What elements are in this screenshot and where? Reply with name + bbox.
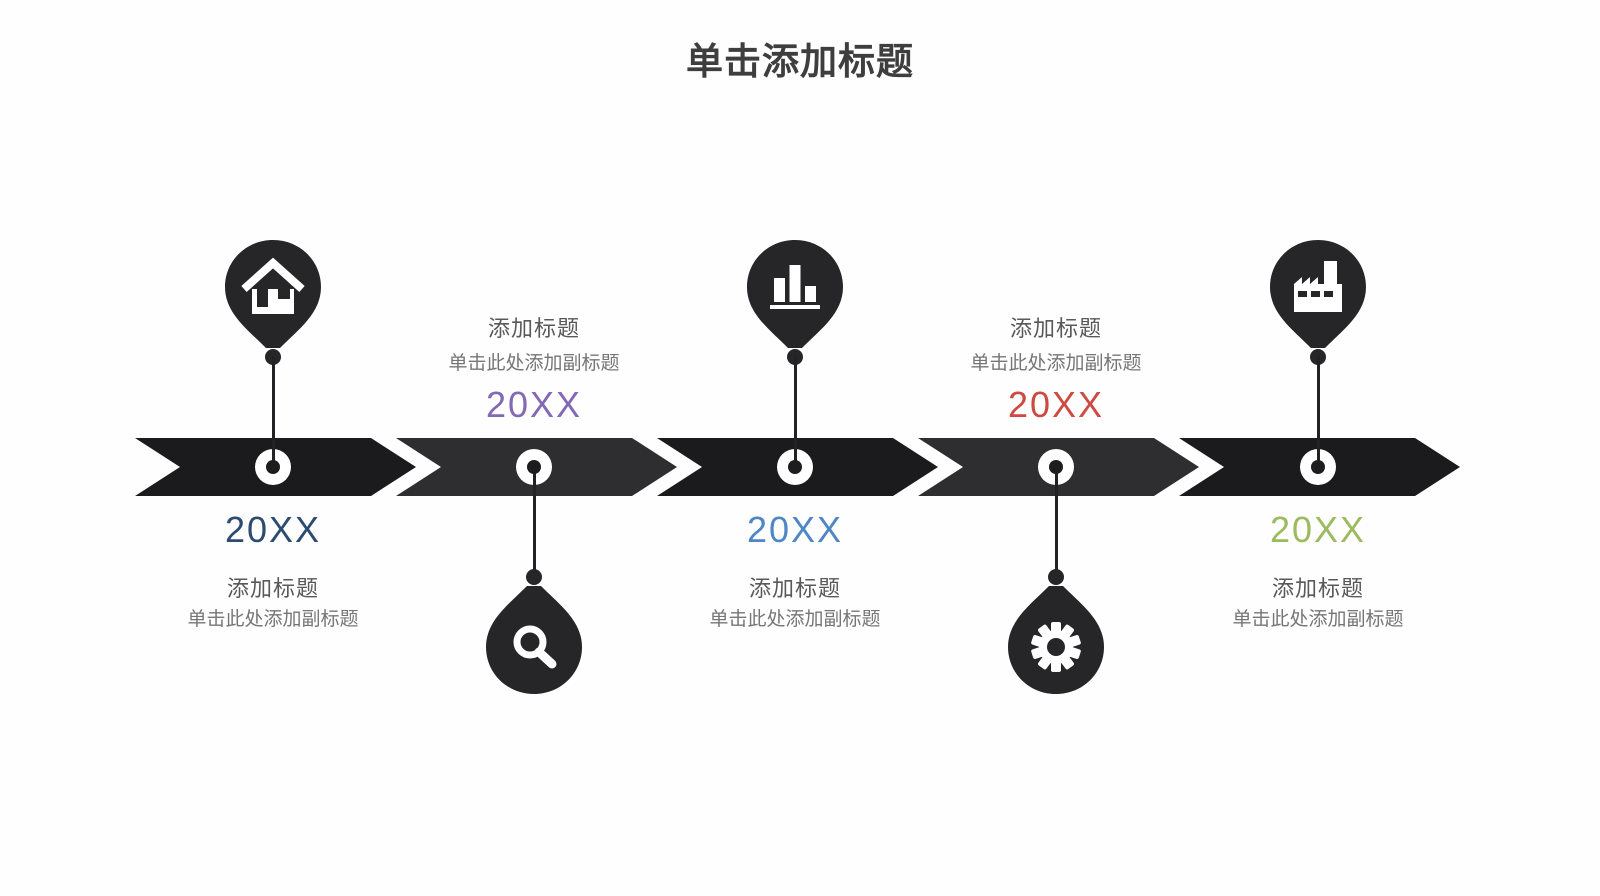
timeline-node: 20XX 添加标题 单击此处添加副标题 (645, 0, 945, 896)
balloon-marker (479, 564, 589, 696)
string-line (272, 356, 275, 468)
node-ring-dot (1311, 460, 1325, 474)
string-line (1055, 467, 1058, 579)
balloon-marker (218, 238, 328, 370)
item-title[interactable]: 添加标题 (1271, 576, 1364, 601)
balloon-marker (1263, 238, 1373, 370)
item-title[interactable]: 添加标题 (1009, 316, 1102, 341)
year-label[interactable]: 20XX (746, 509, 844, 550)
node-ring-dot (788, 460, 802, 474)
item-title[interactable]: 添加标题 (226, 576, 319, 601)
node-ring-dot (527, 460, 541, 474)
year-label[interactable]: 20XX (485, 384, 583, 425)
item-subtitle[interactable]: 单击此处添加副标题 (709, 609, 881, 630)
string-line (533, 467, 536, 579)
string-line (794, 356, 797, 468)
slide-title[interactable]: 单击添加标题 (686, 41, 914, 82)
bar-chart-icon (770, 265, 820, 309)
balloon-marker (740, 238, 850, 370)
home-icon (241, 257, 305, 314)
factory-icon (1294, 261, 1342, 312)
node-ring-dot (1049, 460, 1063, 474)
timeline-node: 添加标题 单击此处添加副标题 20XX (384, 0, 684, 896)
item-title[interactable]: 添加标题 (748, 576, 841, 601)
item-subtitle[interactable]: 单击此处添加副标题 (448, 353, 620, 374)
year-label[interactable]: 20XX (1269, 509, 1367, 550)
item-title[interactable]: 添加标题 (487, 316, 580, 341)
item-subtitle[interactable]: 单击此处添加副标题 (187, 609, 359, 630)
string-line (1317, 356, 1320, 468)
search-icon (513, 625, 557, 669)
node-ring-dot (266, 460, 280, 474)
timeline-node: 添加标题 单击此处添加副标题 20XX (906, 0, 1206, 896)
item-subtitle[interactable]: 单击此处添加副标题 (970, 353, 1142, 374)
year-label[interactable]: 20XX (1007, 384, 1105, 425)
gear-icon (1031, 622, 1081, 672)
balloon-marker (1001, 564, 1111, 696)
timeline-node: 20XX 添加标题 单击此处添加副标题 (123, 0, 423, 896)
year-label[interactable]: 20XX (224, 509, 322, 550)
item-subtitle[interactable]: 单击此处添加副标题 (1232, 609, 1404, 630)
timeline-node: 20XX 添加标题 单击此处添加副标题 (1168, 0, 1468, 896)
